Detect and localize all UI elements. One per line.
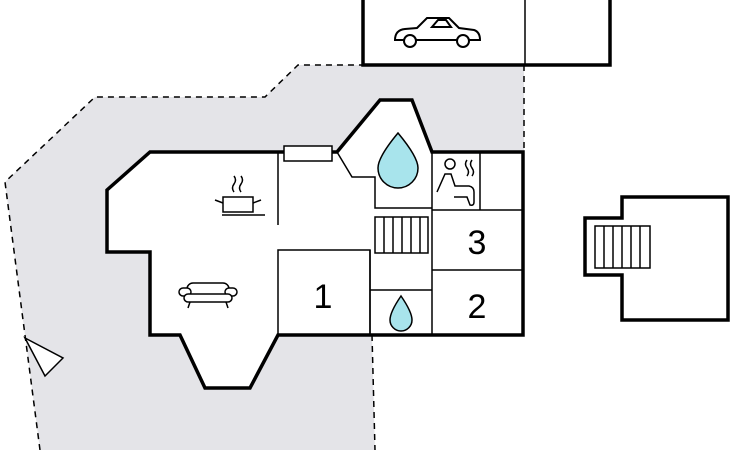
terrace-area [5,65,524,450]
garage [361,0,612,67]
kitchen-pot-icon [214,175,262,213]
bathroom-drop-icon-2 [389,294,413,332]
room-2-label: 2 [468,288,487,326]
stairs-icon [374,216,429,254]
north-arrow-icon [23,336,65,378]
terrace-outline-bottom [371,334,376,450]
sauna-icon [436,158,475,206]
interior-walls [222,151,523,336]
sofa-icon [178,282,238,309]
room-3-label: 3 [468,224,487,262]
bathroom-drop-icon [377,131,419,189]
annex-building [583,195,730,322]
room-1-label: 1 [314,278,333,316]
house-exterior-wall [105,98,525,390]
car-icon [393,17,482,48]
window [283,145,333,162]
annex-stairs-icon [594,225,651,269]
